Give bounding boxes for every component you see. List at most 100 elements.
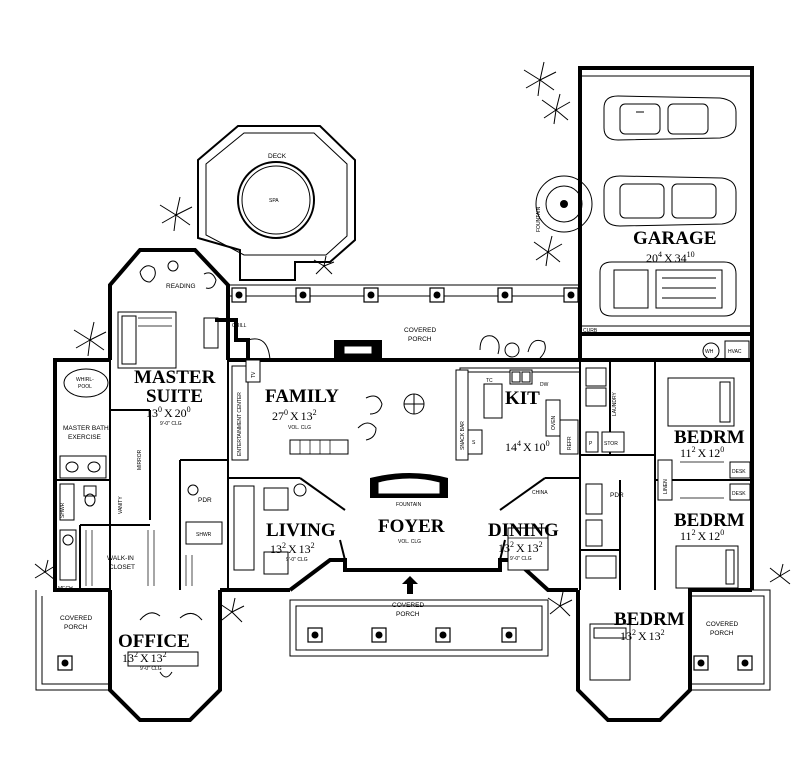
office-desk (127, 651, 199, 667)
office-chair-2 (179, 613, 203, 621)
left-porch (35, 590, 110, 691)
svg-text:TC: TC (486, 378, 493, 384)
reading-chair (139, 265, 156, 283)
master-name-1: MASTER (134, 367, 216, 388)
family-furniture (289, 393, 425, 455)
svg-text:TV: TV (251, 371, 257, 378)
bedroom-1-bed (667, 377, 735, 427)
snack-bar (455, 369, 469, 461)
spa (237, 161, 315, 239)
foyer-name: FOYER (378, 516, 445, 537)
svg-text:DW: DW (540, 382, 549, 388)
svg-text:HVAC: HVAC (728, 349, 742, 355)
svg-text:WH: WH (705, 349, 714, 355)
bed1-name: BEDRM (674, 427, 745, 448)
dining-table (507, 527, 549, 571)
hall-bath-counter (585, 519, 603, 547)
grill-label: GRILL (232, 323, 247, 329)
living-name: LIVING (266, 520, 336, 541)
svg-text:9'-0" CLG: 9'-0" CLG (140, 666, 162, 672)
walkin-label-2: CLOSET (109, 564, 135, 571)
svg-text:POOL: POOL (78, 384, 92, 390)
garden-fountain (535, 175, 593, 233)
refrigerator (559, 419, 579, 455)
pdr-left-shower (185, 521, 223, 545)
curb-label: CURB (583, 328, 598, 334)
svg-text:LINEN: LINEN (663, 479, 669, 494)
svg-text:SHWR: SHWR (60, 502, 66, 518)
front-porch-label-2: PORCH (396, 611, 420, 618)
china-label: CHINA (532, 490, 548, 496)
svg-text:SHWR: SHWR (196, 532, 212, 538)
garage-name: GARAGE (633, 228, 716, 249)
svg-text:MIRROR: MIRROR (137, 449, 143, 470)
kitchen-name: KIT (505, 388, 540, 409)
car-2 (603, 175, 737, 227)
pdr-right-label: PDR (610, 492, 624, 499)
dryer (585, 387, 607, 407)
entry-arrow (402, 576, 418, 594)
pdr-left-label: PDR (198, 497, 212, 504)
svg-text:P: P (589, 441, 593, 447)
porch-furniture (479, 335, 546, 359)
bedroom-3-bed (589, 623, 631, 681)
dining-name: DINING (488, 520, 559, 541)
double-vanity (59, 455, 107, 479)
svg-text:STOR: STOR (604, 441, 618, 447)
office-chair-1 (139, 612, 161, 621)
master-bath-label-1: MASTER BATH/ (63, 425, 111, 432)
reading-label: READING (166, 283, 196, 290)
living-chair-1 (263, 487, 289, 511)
back-porch-label-2: PORCH (408, 336, 432, 343)
bed2-name: BEDRM (674, 510, 745, 531)
car-3 (599, 261, 737, 317)
hall-bath-tub (585, 555, 617, 579)
family-name: FAMILY (265, 386, 339, 407)
master-bath-label-2: EXERCISE (68, 434, 102, 441)
interior-walls (55, 360, 752, 590)
bed3-name: BEDRM (614, 609, 685, 630)
bedroom-2-bed (675, 545, 739, 589)
toilet (83, 485, 97, 497)
right-porch-label-2: PORCH (710, 630, 734, 637)
car-1 (603, 95, 737, 141)
master-bed (117, 311, 177, 369)
svg-text:FOUNTAIN: FOUNTAIN (396, 502, 422, 508)
svg-text:ENTERTAINMENT CENTER: ENTERTAINMENT CENTER (237, 392, 243, 456)
exterior-walls (53, 248, 754, 722)
oven (545, 399, 561, 437)
pantry (585, 431, 599, 453)
office-name: OFFICE (118, 631, 190, 652)
right-porch-label-1: COVERED (706, 621, 738, 628)
pdr-left-toilet (187, 484, 199, 496)
whirlpool-tub (63, 368, 109, 398)
svg-text:9'-0" CLG: 9'-0" CLG (160, 421, 182, 427)
desk-2 (729, 483, 751, 501)
left-porch-label-1: COVERED (60, 615, 92, 622)
living-chair-2 (263, 551, 289, 575)
svg-text:FOUNTAIN: FOUNTAIN (536, 206, 542, 232)
svg-text:9'-0" CLG: 9'-0" CLG (510, 556, 532, 562)
porch-columns-back (231, 287, 579, 303)
kitchen-sink (509, 369, 533, 385)
walkin-label-1: WALK-IN (107, 555, 134, 562)
cooktop (467, 429, 483, 455)
desk-1 (729, 461, 751, 479)
deck-label: DECK (268, 153, 287, 160)
right-porch (690, 589, 771, 691)
left-porch-label-2: PORCH (64, 624, 88, 631)
landscape-plants (34, 61, 791, 623)
svg-text:DESK: DESK (732, 469, 746, 475)
svg-text:VOL. CLG: VOL. CLG (398, 539, 421, 545)
mech-closet (59, 529, 77, 581)
porch-columns-front (307, 627, 517, 643)
